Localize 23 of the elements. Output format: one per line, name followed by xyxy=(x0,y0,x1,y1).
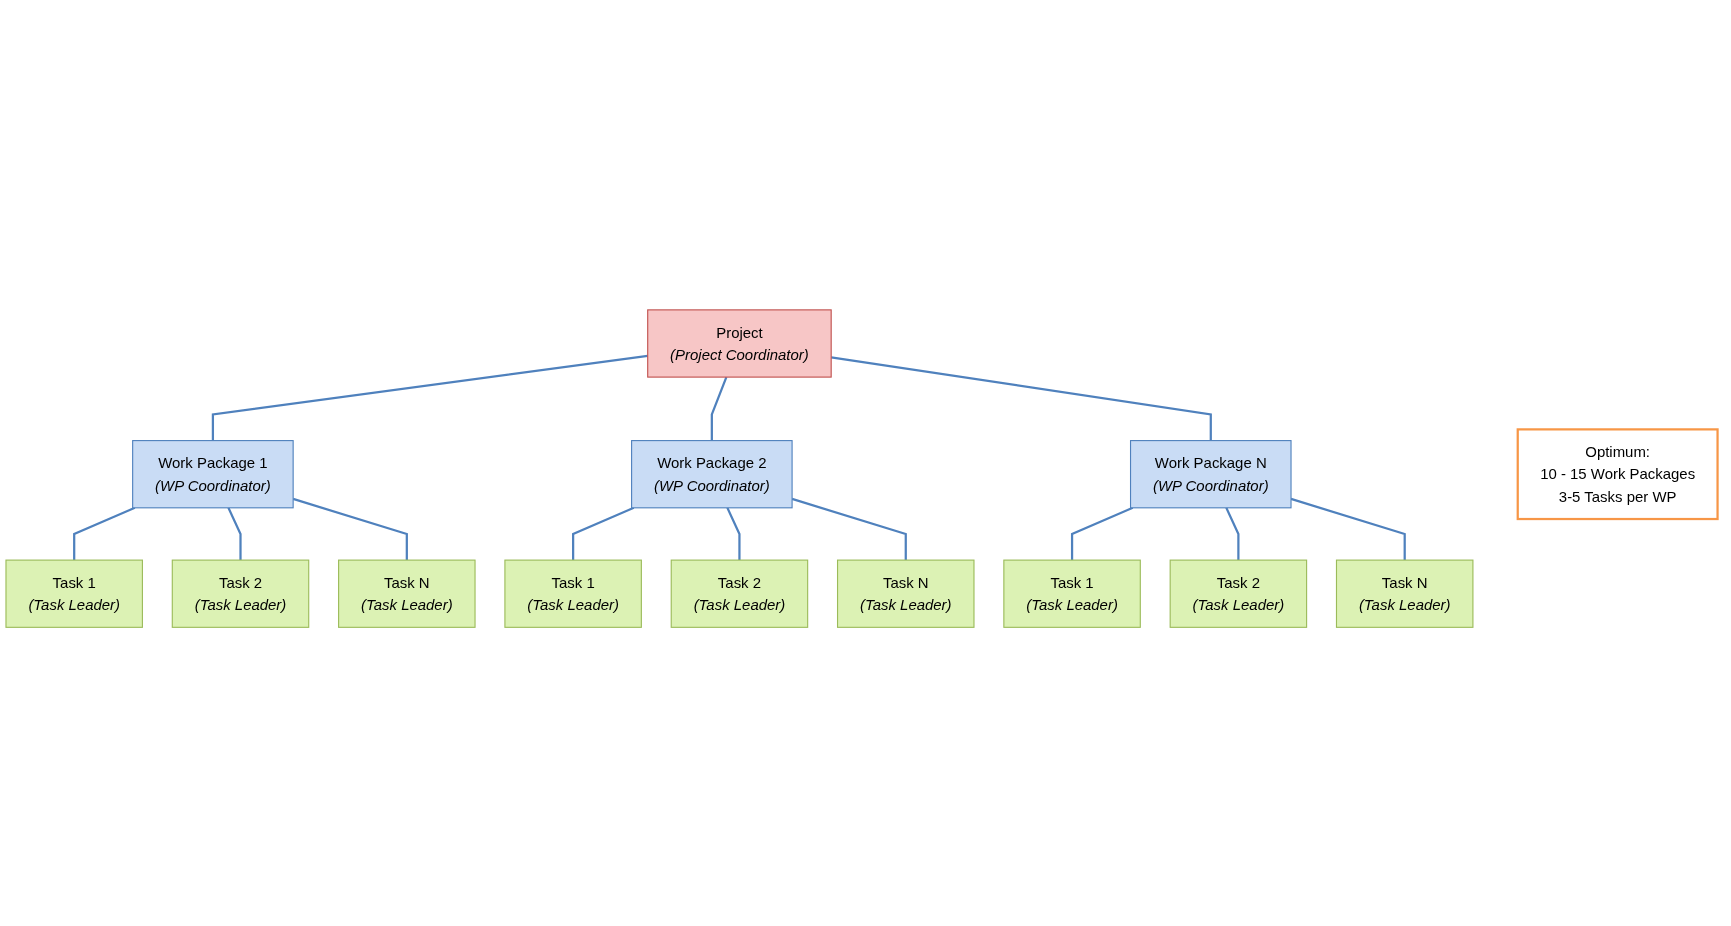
connector xyxy=(211,354,648,441)
connector xyxy=(831,356,1212,441)
connector xyxy=(73,506,136,561)
node-box: Task 2 (Task Leader) xyxy=(171,559,310,628)
connector xyxy=(1070,506,1134,561)
node-box: Work Package N (WP Coordinator) xyxy=(1130,440,1292,509)
node-box: Task N (Task Leader) xyxy=(338,559,476,628)
node-box: Task N (Task Leader) xyxy=(837,559,975,628)
node-box: Task 2 (Task Leader) xyxy=(1169,559,1308,628)
node-box: Task 1 (Task Leader) xyxy=(1003,559,1141,628)
node-box: Project (Project Coordinator) xyxy=(647,309,832,378)
node-box: Optimum: 10 - 15 Work Packages 3-5 Tasks per WP xyxy=(1516,428,1719,521)
node-box: Work Package 2 (WP Coordinator) xyxy=(631,440,793,509)
connector xyxy=(572,506,635,561)
connector xyxy=(227,507,242,561)
connector xyxy=(726,507,741,561)
node-box: Task 2 (Task Leader) xyxy=(670,559,809,628)
node-box: Task 1 (Task Leader) xyxy=(504,559,642,628)
node-box: Task N (Task Leader) xyxy=(1335,559,1474,628)
connector xyxy=(710,376,728,441)
node-box: Work Package 1 (WP Coordinator) xyxy=(132,440,294,509)
node-box: Task 1 (Task Leader) xyxy=(5,559,143,628)
connector xyxy=(1225,507,1240,561)
